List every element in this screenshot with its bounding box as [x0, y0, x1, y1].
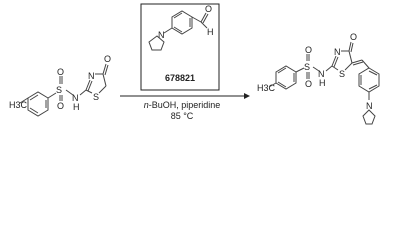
reagent-compound-id: 678821 [165, 73, 195, 83]
product-ring-oxygen-label: O [350, 32, 357, 42]
reactant-c5-s1-bond [98, 85, 107, 94]
reactant-tolyl-double-3 [29, 107, 39, 114]
product-co-bond-2 [350, 42, 354, 53]
product-tolyl-double-1 [277, 67, 287, 74]
product-n-c2-bond [325, 65, 333, 72]
reactant-sulfur-label: S [56, 85, 62, 95]
reactant-molecule: H3C S O O N H N O S [9, 54, 111, 117]
reactant-c2-n3-bond [85, 79, 91, 91]
reactant-oxygen-bottom-label: O [57, 101, 64, 111]
reactant-c4-c5-bond [102, 73, 107, 87]
product-oxygen-bottom-label: O [305, 79, 312, 89]
reagent-oxygen-label: O [205, 4, 212, 14]
product-aryl-s-bond [295, 67, 305, 73]
product-phenyl-ring [358, 67, 380, 93]
reagent-hydrogen-label: H [207, 27, 214, 37]
reactant-oxygen-top-label: O [57, 67, 64, 77]
product-exocyclic-double-2 [352, 61, 364, 66]
reactant-s-n-bond [65, 89, 74, 96]
reagent-pyrrolidine-ring [148, 35, 165, 51]
reactant-methyl-bond [19, 97, 29, 104]
reactant-aryl-s-bond [47, 92, 57, 99]
reaction-arrow-head [244, 93, 250, 99]
product-c2-n3-bond [331, 55, 337, 67]
product-co-bond-1 [348, 41, 352, 52]
product-phenyl-double-1 [368, 70, 378, 76]
product-s1-c2-bond [331, 65, 339, 71]
reactant-co-bond-2 [104, 64, 109, 76]
product-pyrrolidine-n-label: N [366, 101, 373, 111]
reaction-scheme: H3C S O O N H N O S N [9, 3, 380, 125]
conditions-solvent: n-BuOH, piperidine [144, 100, 221, 110]
product-sulfur-label: S [304, 62, 310, 72]
reagent-phenyl-double-1 [173, 12, 183, 19]
reactant-ring-sulfur-label: S [93, 92, 99, 102]
reagent-phenyl-ring [171, 10, 193, 35]
product-vinyl-aryl-bond [361, 59, 370, 69]
product-c5-s1-bond [344, 62, 353, 71]
reactant-n-c2-bond [79, 89, 87, 96]
reactant-tolyl-ring [27, 91, 49, 117]
reagent-cho-double-2 [202, 13, 209, 24]
reactant-nh-h-label: H [73, 102, 80, 112]
product-tolyl-double-3 [277, 81, 287, 88]
reagent-cho-double-1 [200, 12, 207, 23]
product-tolyl-ring [275, 65, 297, 90]
product-s-n-bond [312, 66, 320, 72]
product-ring-sulfur-label: S [339, 69, 345, 79]
reactant-nh-n-label: N [72, 93, 79, 103]
product-pyrrolidine-ring [362, 109, 376, 125]
reactant-methyl-label: H3C [9, 100, 28, 110]
reagent-phenyl-double-3 [173, 26, 183, 33]
reagent-molecule: N O H [148, 4, 214, 51]
conditions-temperature: 85 °C [171, 111, 194, 121]
product-ring-n-label: N [334, 47, 341, 57]
reagent-ch-bond [200, 21, 208, 29]
product-exocyclic-double-1 [351, 59, 363, 64]
reactant-c2-n3-double [87, 80, 93, 92]
product-phenyl-double-3 [368, 84, 378, 90]
product-oxygen-top-label: O [305, 45, 312, 55]
reactant-ring-n-label: N [88, 71, 95, 81]
reagent-pyrrolidine-n-label: N [158, 30, 165, 40]
reactant-co-bond-1 [102, 63, 107, 75]
product-c2-n3-double [333, 56, 339, 68]
product-nh-h-label: H [319, 78, 326, 88]
reagent-n-aryl-bond [163, 27, 173, 34]
product-methyl-label: H3C [257, 83, 276, 93]
reactant-s1-c2-bond [85, 89, 93, 94]
product-nh-n-label: N [318, 69, 325, 79]
product-molecule: H3C S O O N H N O S [257, 32, 380, 125]
reagent-box [140, 3, 220, 91]
product-methyl-bond [268, 82, 277, 88]
reagent-aryl-cho-bond [191, 16, 202, 23]
reactant-ring-oxygen-label: O [104, 54, 111, 64]
reactant-tolyl-double-1 [29, 94, 39, 101]
product-c4-c5-bond [348, 50, 353, 64]
